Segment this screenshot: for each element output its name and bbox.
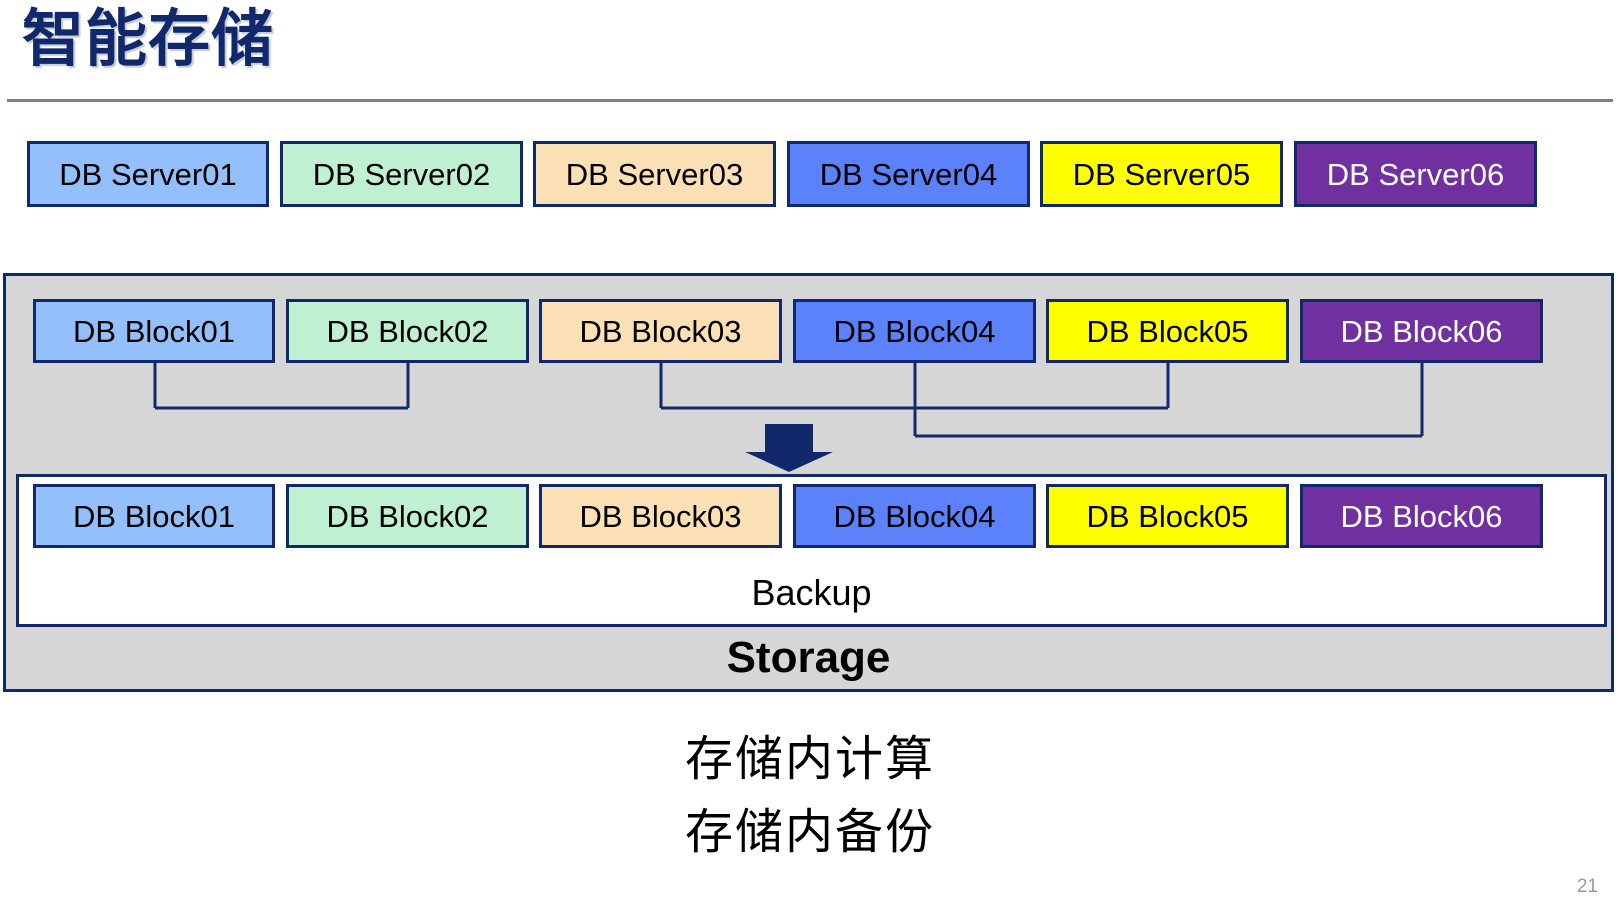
db-block-box-top-1[interactable]: DB Block01 <box>33 299 275 363</box>
db-block-box-top-label: DB Block05 <box>1086 313 1249 349</box>
db-block-box-top-label: DB Block03 <box>579 313 742 349</box>
db-block-box-backup-label: DB Block02 <box>326 498 489 534</box>
db-block-box-backup-label: DB Block01 <box>73 498 235 534</box>
db-block-box-backup-label: DB Block03 <box>579 498 742 534</box>
db-server-box-label: DB Server02 <box>312 156 491 192</box>
storage-panel: Backup Storage DB Block01 DB Block02 DB Bl… <box>3 273 1614 692</box>
db-block-box-top-label: DB Block02 <box>326 313 489 349</box>
db-block-box-top-6[interactable]: DB Block06 <box>1300 299 1543 363</box>
page-title: 智能存储 <box>22 5 275 74</box>
title-divider <box>7 99 1613 102</box>
db-server-box-3[interactable]: DB Server03 <box>533 141 776 207</box>
db-block-box-backup-6[interactable]: DB Block06 <box>1300 484 1543 548</box>
db-block-box-backup-label: DB Block05 <box>1086 498 1249 534</box>
db-block-box-backup-2[interactable]: DB Block02 <box>286 484 529 548</box>
db-block-box-backup-3[interactable]: DB Block03 <box>539 484 782 548</box>
db-server-box-4[interactable]: DB Server04 <box>787 141 1030 207</box>
db-server-box-label: DB Server06 <box>1326 156 1505 192</box>
db-server-box-label: DB Server04 <box>819 156 998 192</box>
db-block-box-top-5[interactable]: DB Block05 <box>1046 299 1289 363</box>
db-block-box-backup-1[interactable]: DB Block01 <box>33 484 275 548</box>
db-block-box-backup-label: DB Block06 <box>1340 498 1503 534</box>
caption-in-storage-backup: 存储内备份 <box>684 806 935 859</box>
backup-label: Backup <box>751 572 872 613</box>
db-block-box-top-label: DB Block01 <box>73 313 235 349</box>
db-server-box-label: DB Server01 <box>59 156 237 192</box>
caption-in-storage-compute: 存储内计算 <box>684 733 935 786</box>
storage-label: Storage <box>726 633 891 682</box>
db-block-box-top-label: DB Block04 <box>833 313 996 349</box>
down-arrow-icon <box>745 424 833 472</box>
db-block-box-backup-5[interactable]: DB Block05 <box>1046 484 1289 548</box>
db-server-box-5[interactable]: DB Server05 <box>1040 141 1283 207</box>
page-number: 21 <box>1576 876 1598 897</box>
db-block-box-backup-4[interactable]: DB Block04 <box>793 484 1036 548</box>
db-server-box-6[interactable]: DB Server06 <box>1294 141 1537 207</box>
db-server-box-label: DB Server03 <box>565 156 744 192</box>
db-block-box-top-3[interactable]: DB Block03 <box>539 299 782 363</box>
db-server-box-2[interactable]: DB Server02 <box>280 141 523 207</box>
db-block-box-top-label: DB Block06 <box>1340 313 1503 349</box>
db-server-box-label: DB Server05 <box>1072 156 1251 192</box>
db-server-box-1[interactable]: DB Server01 <box>27 141 269 207</box>
db-block-box-top-2[interactable]: DB Block02 <box>286 299 529 363</box>
db-block-box-backup-label: DB Block04 <box>833 498 996 534</box>
db-block-box-top-4[interactable]: DB Block04 <box>793 299 1036 363</box>
